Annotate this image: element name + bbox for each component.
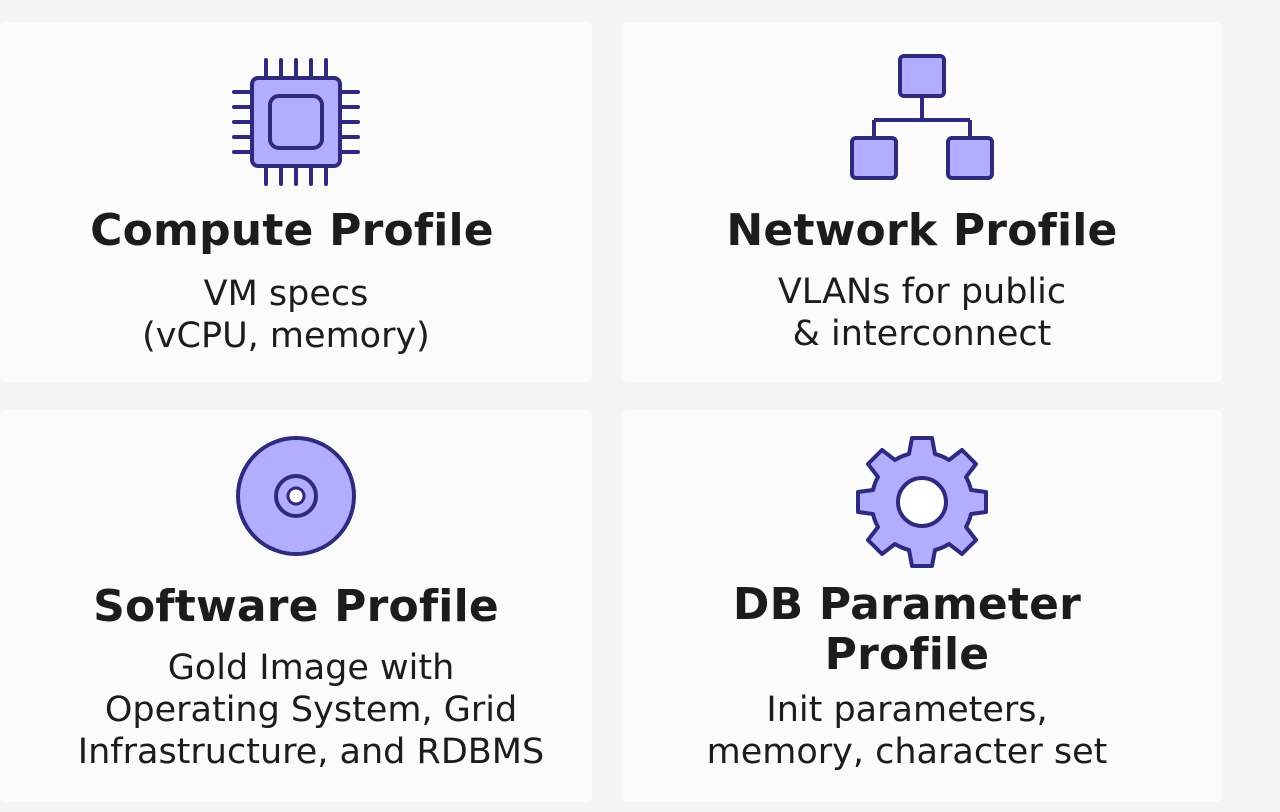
gear-icon (856, 436, 988, 568)
db-parameter-profile-card: DB Parameter Profile Init parameters, me… (622, 410, 1222, 802)
compute-profile-card: Compute Profile VM specs (vCPU, memory) (0, 22, 592, 382)
network-hierarchy-icon (850, 54, 994, 180)
software-profile-description: Gold Image with Operating System, Grid I… (77, 648, 545, 772)
network-profile-card: Network Profile VLANs for public & inter… (622, 22, 1222, 382)
compute-profile-title: Compute Profile (90, 205, 494, 256)
disc-icon (236, 436, 356, 556)
db-parameter-profile-description: Init parameters, memory, character set (706, 690, 1108, 772)
db-parameter-profile-title: DB Parameter Profile (732, 579, 1082, 680)
network-profile-title: Network Profile (726, 205, 1118, 256)
software-profile-card: Software Profile Gold Image with Operati… (0, 410, 592, 802)
compute-profile-description: VM specs (vCPU, memory) (142, 274, 430, 356)
cpu-chip-icon (232, 58, 360, 186)
network-profile-description: VLANs for public & interconnect (777, 272, 1067, 354)
software-profile-title: Software Profile (93, 581, 499, 632)
